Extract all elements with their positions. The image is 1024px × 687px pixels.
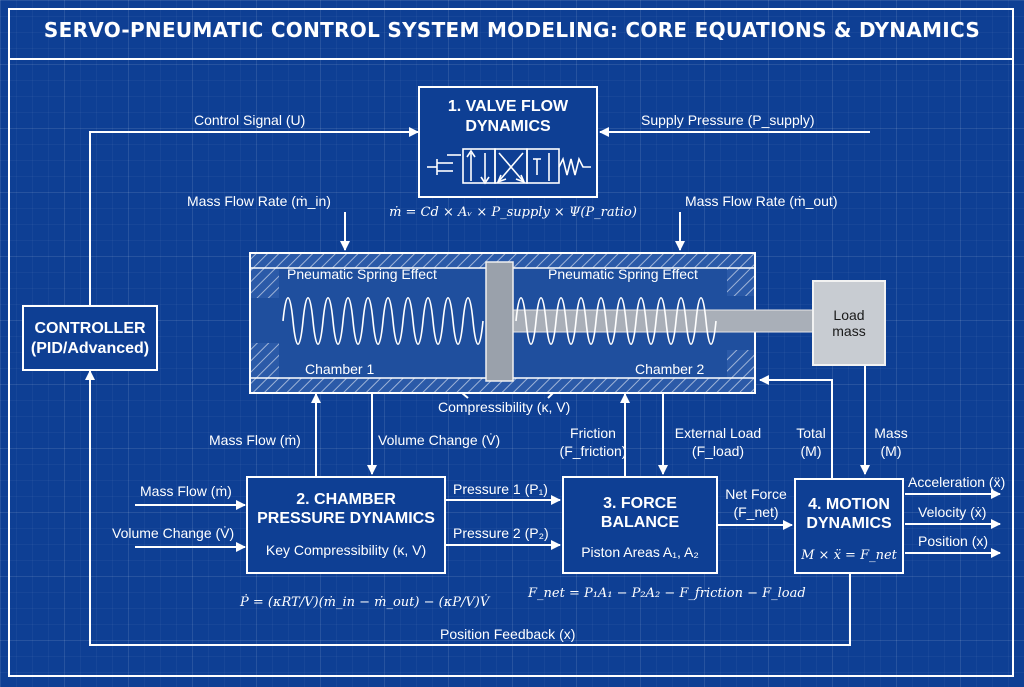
chamber-equation: Ṗ = (κRT/V)(ṁ_in − ṁ_out) − (κP/V)V̇ (240, 595, 490, 610)
mass-label-2: (M) (880, 443, 902, 459)
force-title-line2: BALANCE (600, 514, 680, 531)
motion-title-line1: 4. MOTION (808, 496, 890, 513)
spring-label-left: Pneumatic Spring Effect (287, 266, 437, 282)
chamber-pressure-box: 2. CHAMBER PRESSURE DYNAMICS Key Compres… (246, 476, 446, 574)
external-load-label-2: (F_load) (691, 443, 745, 459)
net-force-label-1: Net Force (725, 486, 787, 502)
pneumatic-cylinder (249, 252, 814, 394)
total-mass-arrow (759, 375, 833, 478)
control-signal-arrow (89, 127, 419, 305)
velocity-label: Velocity (ẋ) (918, 504, 987, 520)
diagram-title: SERVO-PNEUMATIC CONTROL SYSTEM MODELING:… (43, 18, 981, 42)
spring-left (282, 297, 484, 345)
mass-label-1: Mass (874, 425, 908, 441)
friction-label-2: (F_friction) (559, 443, 627, 459)
controller-subtitle: (PID/Advanced) (30, 340, 150, 357)
valve-title-line2: DYNAMICS (465, 118, 551, 135)
pressure1-label: Pressure 1 (P₁) (453, 481, 548, 497)
chamber-title-line2: PRESSURE DYNAMICS (257, 510, 435, 527)
load-mass-block: Load mass (812, 280, 886, 366)
spring-right (515, 297, 717, 345)
force-subtitle: Piston Areas A₁, A₂ (581, 544, 699, 560)
pressure2-label: Pressure 2 (P₂) (453, 525, 549, 541)
motion-equation: M × ẍ = F_net (801, 548, 897, 563)
force-equation: F_net = P₁A₁ − P₂A₂ − F_friction − F_loa… (528, 586, 806, 601)
supply-pressure-label: Supply Pressure (P_supply) (641, 112, 815, 128)
position-feedback-label: Position Feedback (x) (440, 626, 576, 642)
mass-flow-input-label: Mass Flow (ṁ) (140, 483, 232, 499)
volume-change-down-label: Volume Change (V̇) (378, 432, 501, 448)
motion-title-line2: DYNAMICS (806, 515, 892, 532)
chamber2-label: Chamber 2 (635, 361, 705, 377)
controller-box: CONTROLLER (PID/Advanced) (22, 305, 158, 371)
volume-change-input-label: Volume Change (V̇) (112, 525, 235, 541)
control-signal-label: Control Signal (U) (194, 112, 306, 128)
valve-symbol-icon (427, 148, 591, 185)
load-mass-label-1: Load (833, 307, 865, 323)
valve-title-line1: 1. VALVE FLOW (447, 98, 569, 115)
force-title-line1: 3. FORCE (603, 495, 677, 512)
mass-flow-rate-out-label: Mass Flow Rate (ṁ_out) (685, 193, 838, 209)
load-mass-label-2: mass (832, 323, 866, 339)
compressibility-label: Compressibility (κ, V) (438, 399, 571, 415)
net-force-label-2: (F_net) (733, 504, 779, 520)
chamber-subtitle: Key Compressibility (κ, V) (265, 542, 427, 558)
motion-dynamics-box: 4. MOTION DYNAMICS M × ẍ = F_net (794, 478, 904, 574)
total-label-1: Total (796, 425, 826, 441)
outer-frame (8, 8, 1014, 677)
position-label: Position (x) (918, 533, 989, 549)
friction-label-1: Friction (570, 425, 616, 441)
force-balance-box: 3. FORCE BALANCE Piston Areas A₁, A₂ (562, 476, 718, 574)
mass-flow-up-label: Mass Flow (ṁ) (209, 432, 301, 448)
spring-label-right: Pneumatic Spring Effect (548, 266, 698, 282)
mass-flow-rate-in-label: Mass Flow Rate (ṁ_in) (187, 193, 331, 209)
controller-title: CONTROLLER (34, 320, 146, 337)
external-load-label-1: External Load (674, 425, 762, 441)
valve-equation: ṁ = Cd × Aᵥ × P_supply × Ψ(P_ratio) (389, 205, 637, 220)
total-label-2: (M) (800, 443, 822, 459)
chamber1-label: Chamber 1 (305, 361, 375, 377)
position-feedback-arrow (85, 370, 851, 646)
valve-flow-box: 1. VALVE FLOW DYNAMICS (418, 86, 598, 198)
acceleration-label: Acceleration (ẍ) (908, 474, 1006, 490)
chamber-title-line1: 2. CHAMBER (296, 491, 396, 508)
title-bar (8, 8, 1014, 60)
